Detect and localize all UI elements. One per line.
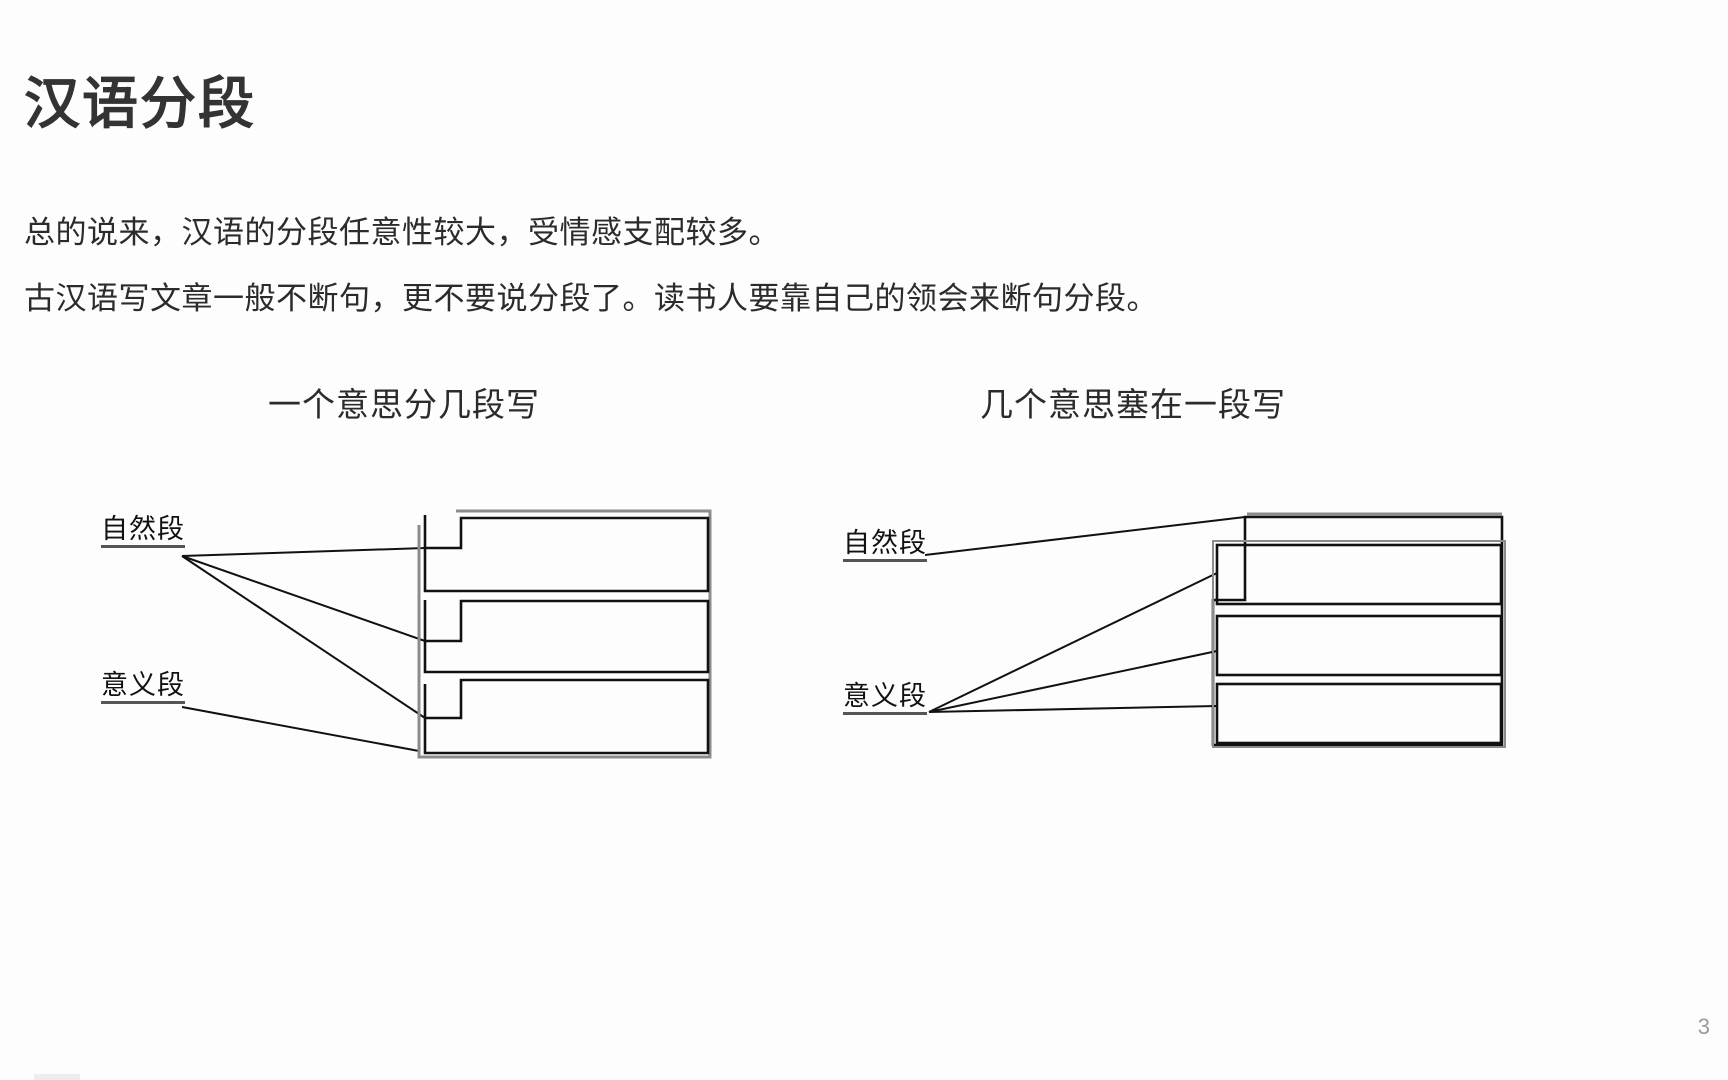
right-label-meaning-paragraph: 意义段 [843,683,927,715]
right-natural-enclosure [1211,515,1504,747]
left-label-meaning-paragraph: 意义段 [101,672,185,704]
page-title: 汉语分段 [24,72,256,135]
right-inner-frame [1212,540,1506,748]
diagram-right [924,512,1506,748]
right-meaning-block-1 [1215,543,1503,606]
right-meaning-block-3 [1215,682,1503,745]
connectors-right-meaning [928,572,1218,713]
connectors-left-meaning [181,706,420,752]
left-meaning-enclosure [417,509,712,759]
diagram-heading-right: 几个意思塞在一段写 [980,386,1286,423]
footer-artifact [34,1074,80,1080]
body-paragraph-2: 古汉语写文章一般不断句，更不要说分段了。读书人要靠自己的领会来断句分段。 [24,281,1158,316]
diagram-heading-left: 一个意思分几段写 [268,386,540,423]
left-natural-block-1 [423,515,710,593]
body-paragraph-1: 总的说来，汉语的分段任意性较大，受情感支配较多。 [24,215,780,250]
right-label-natural-paragraph: 自然段 [843,530,927,562]
connectors-right-natural [924,516,1246,556]
diagram-left [181,509,712,759]
left-natural-block-2 [423,599,710,674]
connectors-left-natural [181,547,426,719]
right-meaning-block-2 [1215,614,1503,677]
left-natural-block-3 [423,678,710,755]
left-label-natural-paragraph: 自然段 [101,516,185,548]
page-number: 3 [1697,1014,1710,1039]
